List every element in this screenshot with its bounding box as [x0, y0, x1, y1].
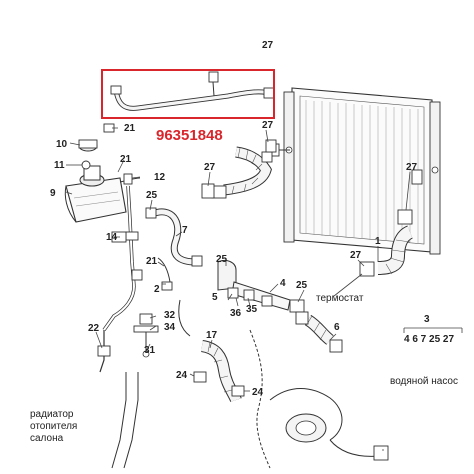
thermostat-housing	[217, 259, 305, 313]
caption-thermostat: термостат	[316, 293, 364, 304]
callout-10: 10	[56, 139, 68, 150]
callout-17: 17	[206, 330, 218, 341]
callout-21-low: 21	[146, 256, 158, 267]
callout-7: 7	[182, 225, 188, 236]
radiator-cap	[78, 139, 98, 152]
heater-pipes	[97, 285, 139, 469]
callout-27-right: 27	[406, 162, 418, 173]
callout-5: 5	[212, 292, 218, 303]
upper-hose-27	[211, 146, 273, 199]
callout-25-left: 25	[146, 190, 158, 201]
callout-22: 22	[88, 323, 100, 334]
callout-11: 11	[54, 160, 65, 171]
callout-6: 6	[334, 322, 340, 333]
callout-27-top: 27	[262, 40, 274, 51]
callout-36: 36	[230, 308, 242, 319]
callout-21-mid: 21	[120, 154, 132, 165]
bracket-assembly	[133, 313, 159, 358]
callout-4: 4	[280, 278, 286, 289]
hose-17	[193, 340, 245, 403]
callout-24-right: 24	[252, 387, 264, 398]
engine-outline	[178, 299, 389, 469]
caption-heater-line1: радиатор	[30, 409, 74, 420]
highlight-part-number: 96351848	[156, 127, 223, 144]
group-3-legend: 4 6 7 25 27	[403, 327, 463, 345]
callout-25-mid: 25	[216, 254, 228, 265]
callout-21-top: 21	[124, 123, 136, 134]
group-3-members: 4 6 7 25 27	[404, 334, 454, 345]
callout-25-right: 25	[296, 280, 308, 291]
caption-water-pump: водяной насос	[390, 376, 458, 387]
lower-hose-1	[359, 209, 414, 277]
callout-31: 31	[144, 345, 156, 356]
callout-32: 32	[164, 310, 176, 321]
callout-numbers: 21 10 11 21 12 9 25 7 14 21 2 25 4 5 36 …	[50, 40, 430, 398]
callout-12: 12	[154, 172, 166, 183]
leader-lines	[65, 127, 411, 451]
callout-24-left: 24	[176, 370, 188, 381]
radiator	[269, 87, 441, 255]
callout-35: 35	[246, 304, 258, 315]
callout-3: 3	[424, 314, 430, 325]
callout-34: 34	[164, 322, 176, 333]
highlighted-hose	[110, 71, 275, 111]
callout-27-upper: 27	[262, 120, 274, 131]
callout-2: 2	[154, 284, 160, 295]
part-highlight-box	[101, 69, 275, 119]
caption-heater-line3: салона	[30, 433, 64, 444]
callout-1: 1	[375, 236, 381, 247]
callout-27-lower: 27	[350, 250, 362, 261]
expansion-tank	[64, 165, 127, 223]
callout-27-left: 27	[204, 162, 216, 173]
hose-7	[145, 207, 203, 267]
caption-heater-line2: отопителя	[30, 421, 77, 432]
callout-14: 14	[106, 232, 118, 243]
bolt-11	[81, 160, 91, 170]
hose-6	[295, 311, 343, 353]
callout-9: 9	[50, 188, 56, 199]
